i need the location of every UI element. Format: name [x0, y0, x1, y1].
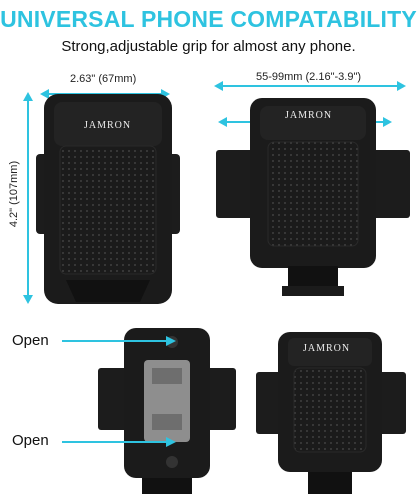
headline: UNIVERSAL PHONE COMPATABILITY	[0, 6, 417, 32]
range-dimension-label: 55-99mm (2.16"-3.9")	[256, 71, 362, 83]
expand-left-arrow-icon	[218, 117, 250, 127]
open-top-arrow-icon	[62, 336, 176, 346]
phone-holder-back-view	[98, 328, 236, 494]
open-label-bottom: Open	[12, 432, 49, 449]
range-arrow-icon	[214, 81, 406, 91]
phone-holder-front-closed	[36, 94, 180, 304]
phone-holder-front-expanded	[216, 98, 410, 296]
brand-logo-front-expanded: JAMRON	[285, 110, 333, 121]
phone-holder-front-angled	[256, 332, 406, 494]
height-arrow-icon	[23, 92, 33, 304]
subline: Strong,adjustable grip for almost any ph…	[61, 38, 356, 55]
height-dimension-label: 4.2" (107mm)	[8, 160, 20, 228]
open-bottom-arrow-icon	[62, 437, 176, 447]
width-dimension-label: 2.63" (67mm)	[70, 73, 137, 85]
open-label-top: Open	[12, 332, 49, 349]
brand-logo-front-angled: JAMRON	[303, 343, 351, 354]
brand-logo-front-closed: JAMRON	[84, 120, 132, 131]
